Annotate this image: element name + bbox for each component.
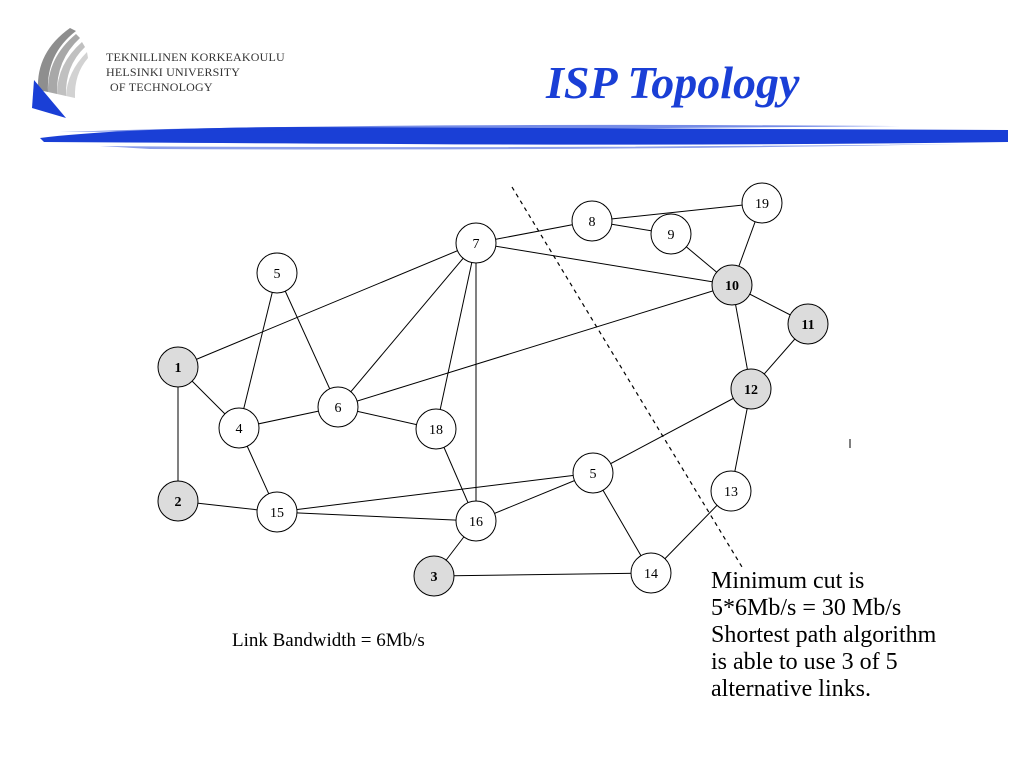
node-circle [317, 386, 359, 428]
node-label: 5 [274, 267, 281, 282]
node-circle [741, 182, 783, 224]
page-title: ISP Topology [546, 57, 800, 108]
node-label: 11 [801, 318, 814, 333]
node-n3: 3 [413, 555, 455, 597]
node-n5b: 5 [572, 452, 614, 494]
title-underline-bar [40, 124, 1008, 150]
notes-line-2: 5*6Mb/s = 30 Mb/s [711, 595, 902, 621]
node-circle [157, 346, 199, 388]
node-label: 13 [724, 485, 738, 500]
node-n10: 10 [711, 264, 753, 306]
link-n7-n18 [435, 242, 477, 430]
node-label: 10 [725, 279, 739, 294]
node-circle [571, 200, 613, 242]
link-n1-n7 [177, 242, 477, 368]
node-circle [711, 264, 753, 306]
node-circle [218, 407, 260, 449]
node-label: 1 [175, 361, 182, 376]
institution-line-3: OF TECHNOLOGY [110, 80, 213, 94]
notes-line-3: Shortest path algorithm [711, 622, 937, 648]
notes-text: Minimum cut is 5*6Mb/s = 30 Mb/s Shortes… [711, 568, 936, 703]
node-label: 5 [590, 467, 597, 482]
node-n16: 16 [455, 500, 497, 542]
node-n8: 8 [571, 200, 613, 242]
node-n5a: 5 [256, 252, 298, 294]
link-n5a-n6 [276, 272, 339, 408]
node-n6: 6 [317, 386, 359, 428]
node-circle [710, 470, 752, 512]
node-circle [413, 555, 455, 597]
node-label: 7 [473, 237, 480, 252]
node-circle [415, 408, 457, 450]
node-label: 8 [589, 215, 596, 230]
node-label: 15 [270, 506, 284, 521]
node-label: 18 [429, 423, 443, 438]
link-n15-n5b [276, 472, 594, 513]
node-n4: 4 [218, 407, 260, 449]
university-logo-icon [32, 28, 88, 118]
node-n14: 14 [630, 552, 672, 594]
link-n6-n7 [337, 242, 477, 408]
bandwidth-label: Link Bandwidth = 6Mb/s [232, 630, 425, 651]
node-circle [455, 222, 497, 264]
minimum-cut-line [511, 186, 743, 568]
node-label: 3 [431, 570, 438, 585]
institution-line-2: HELSINKI UNIVERSITY [106, 65, 241, 79]
node-n2: 2 [157, 480, 199, 522]
node-n1: 1 [157, 346, 199, 388]
node-label: 6 [335, 401, 342, 416]
link-n15-n16 [276, 511, 477, 522]
node-label: 2 [175, 495, 182, 510]
node-label: 16 [469, 515, 483, 530]
notes-line-5: alternative links. [711, 676, 871, 702]
node-n9: 9 [650, 213, 692, 255]
link-n4-n5a [238, 272, 278, 429]
node-circle [572, 452, 614, 494]
node-label: 4 [236, 422, 243, 437]
institution-line-1: TEKNILLINEN KORKEAKOULU [106, 50, 285, 64]
notes-line-4: is able to use 3 of 5 [711, 649, 898, 675]
node-circle [787, 303, 829, 345]
node-n18: 18 [415, 408, 457, 450]
node-n19: 19 [741, 182, 783, 224]
node-n12: 12 [730, 368, 772, 410]
link-n7-n10 [475, 242, 733, 286]
node-n15: 15 [256, 491, 298, 533]
node-label: 14 [644, 567, 658, 582]
node-label: 12 [744, 383, 758, 398]
node-circle [256, 252, 298, 294]
node-circle [650, 213, 692, 255]
node-circle [730, 368, 772, 410]
link-n6-n10 [337, 284, 733, 408]
link-n12-n5b [592, 388, 752, 474]
node-circle [256, 491, 298, 533]
link-n14-n3 [433, 572, 652, 577]
link-n8-n19 [591, 202, 763, 222]
node-n7: 7 [455, 222, 497, 264]
node-circle [157, 480, 199, 522]
node-n13: 13 [710, 470, 752, 512]
institution-name: TEKNILLINEN KORKEAKOULU HELSINKI UNIVERS… [106, 50, 285, 95]
node-circle [455, 500, 497, 542]
notes-line-1: Minimum cut is [711, 568, 865, 594]
node-label: 9 [668, 228, 675, 243]
node-n11: 11 [787, 303, 829, 345]
node-circle [630, 552, 672, 594]
node-label: 19 [755, 197, 769, 212]
link-n16-n5b [475, 472, 594, 522]
